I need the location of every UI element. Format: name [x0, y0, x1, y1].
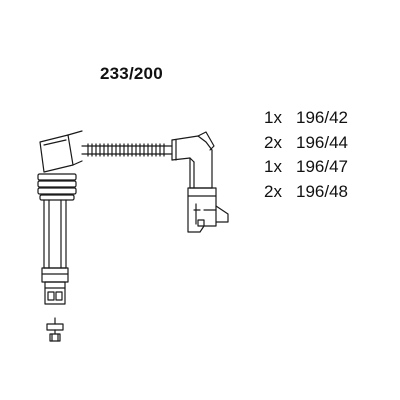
left-boot-ribs — [37, 173, 77, 201]
right-boot-elbow — [171, 131, 215, 189]
part-code: 196/47 — [296, 157, 348, 177]
part-quantity: 1x — [264, 108, 282, 128]
left-boot-head — [39, 130, 83, 173]
right-terminal-connector — [187, 187, 229, 233]
part-code: 196/44 — [296, 132, 348, 152]
part-quantity: 1x — [264, 157, 282, 177]
corrugated-cable — [81, 143, 173, 157]
left-terminal-connector — [41, 267, 69, 305]
terminal-nut — [46, 317, 64, 342]
parts-list-row: 2x 196/44 — [264, 131, 394, 156]
parts-list-row: 2x 196/48 — [264, 180, 394, 205]
parts-list-row: 1x 196/42 — [264, 106, 394, 131]
parts-list: 1x 196/42 2x 196/44 1x 196/47 2x 196/48 — [264, 106, 394, 204]
part-code: 196/42 — [296, 108, 348, 128]
part-quantity: 2x — [264, 132, 282, 152]
part-code: 196/48 — [296, 181, 348, 201]
parts-list-row: 1x 196/47 — [264, 155, 394, 180]
part-number-title: 233/200 — [100, 64, 163, 83]
left-boot-tube — [43, 199, 67, 269]
part-quantity: 2x — [264, 181, 282, 201]
